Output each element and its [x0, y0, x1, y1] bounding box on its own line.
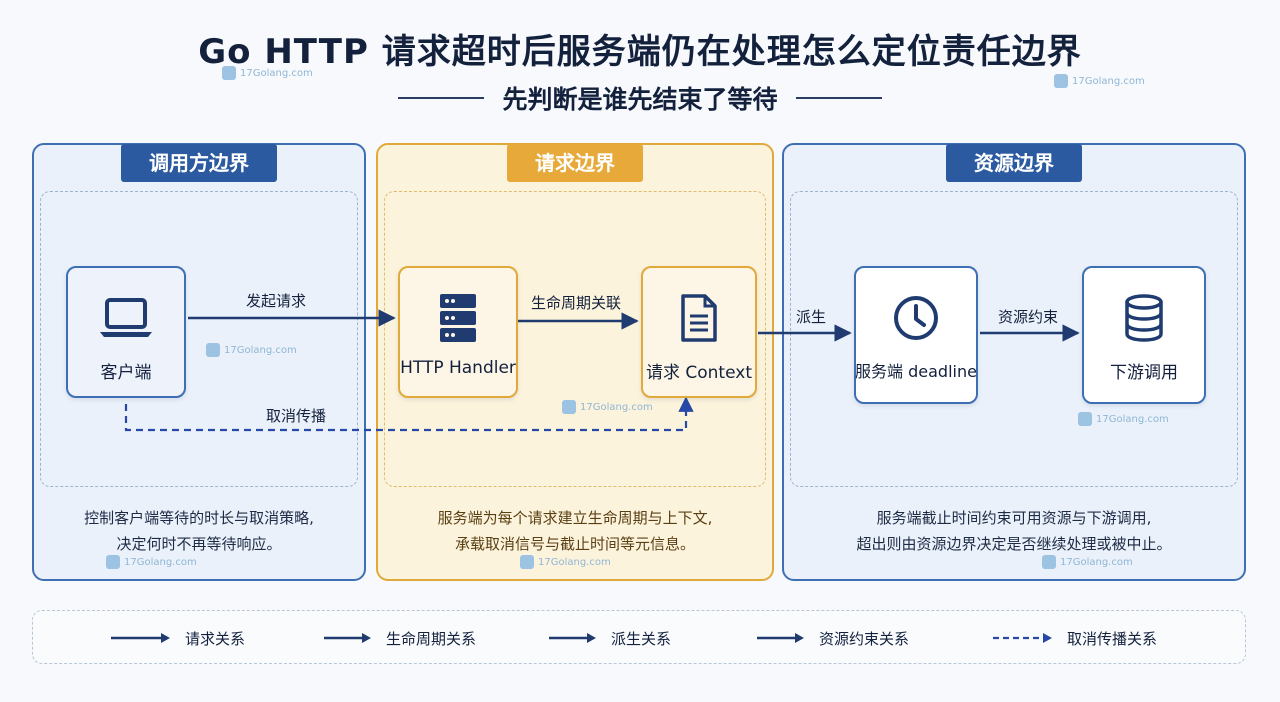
watermark-logo-icon: [1078, 412, 1092, 426]
watermark-text: 17Golang.com: [580, 401, 653, 413]
panel-description-line: 决定何时不再等待响应。: [116, 535, 282, 553]
subtitle-row: 先判断是谁先结束了等待: [0, 80, 1280, 116]
legend: 请求关系 生命周期关系 派生关系 资源约束关系 取消传播关系: [32, 610, 1246, 664]
watermark: 17Golang.com: [562, 400, 653, 414]
watermark-logo-icon: [520, 555, 534, 569]
edge-label-derive: 派生: [796, 308, 827, 326]
watermark: 17Golang.com: [1054, 74, 1145, 88]
page-title: Go HTTP 请求超时后服务端仍在处理怎么定位责任边界: [198, 32, 1082, 72]
panel-inner-area: [790, 191, 1238, 487]
watermark-text: 17Golang.com: [240, 67, 313, 79]
panel-description-line: 超出则由资源边界决定是否继续处理或被中止。: [856, 535, 1172, 553]
node-request-context: 请求 Context: [641, 266, 757, 398]
watermark-logo-icon: [206, 343, 220, 357]
node-label: 下游调用: [1110, 363, 1178, 383]
panel-inner-area: [384, 191, 766, 487]
edge-label-resource: 资源约束: [998, 308, 1059, 326]
node-label: 请求 Context: [645, 363, 752, 383]
watermark-logo-icon: [562, 400, 576, 414]
edge-label-cancel: 取消传播: [266, 407, 327, 425]
edge-label-lifecycle: 生命周期关联: [531, 294, 622, 312]
panel-title: 调用方边界: [121, 144, 277, 182]
legend-arrow-solid: [111, 633, 170, 643]
watermark: 17Golang.com: [206, 343, 297, 357]
legend-label: 派生关系: [611, 629, 672, 648]
watermark-text: 17Golang.com: [1060, 556, 1133, 568]
node-http-handler: HTTP Handler: [398, 266, 518, 398]
watermark-text: 17Golang.com: [538, 556, 611, 568]
watermark-logo-icon: [1054, 74, 1068, 88]
panel-title: 请求边界: [507, 144, 643, 182]
legend-label: 取消传播关系: [1067, 629, 1158, 648]
panel-description-line: 服务端为每个请求建立生命周期与上下文,: [437, 509, 713, 527]
watermark: 17Golang.com: [222, 66, 313, 80]
watermark-logo-icon: [222, 66, 236, 80]
panel-description: 服务端截止时间约束可用资源与下游调用, 超出则由资源边界决定是否继续处理或被中止…: [784, 505, 1244, 557]
watermark: 17Golang.com: [1078, 412, 1169, 426]
database-icon: [1123, 294, 1165, 342]
watermark: 17Golang.com: [520, 555, 611, 569]
watermark-text: 17Golang.com: [1096, 413, 1169, 425]
laptop-icon: [98, 294, 154, 342]
panel-description-line: 承载取消信号与截止时间等元信息。: [454, 535, 695, 553]
server-icon: [438, 294, 478, 342]
watermark-logo-icon: [106, 555, 120, 569]
legend-arrow-solid: [324, 633, 371, 643]
watermark: 17Golang.com: [1042, 555, 1133, 569]
watermark-text: 17Golang.com: [1072, 75, 1145, 87]
edge-label-request: 发起请求: [246, 292, 307, 310]
node-client: 客户端: [66, 266, 186, 398]
watermark-logo-icon: [1042, 555, 1056, 569]
panel-inner-area: [40, 191, 358, 487]
page-subtitle: 先判断是谁先结束了等待: [502, 85, 778, 114]
watermark-text: 17Golang.com: [124, 556, 197, 568]
legend-item-lifecycle: 生命周期关系: [324, 611, 476, 665]
legend-item-request: 请求关系: [111, 611, 245, 665]
node-server-deadline: 服务端 deadline: [854, 266, 978, 404]
subtitle-right-rule: [795, 97, 882, 99]
legend-arrow-solid: [549, 633, 596, 643]
document-icon: [679, 294, 719, 342]
legend-label: 生命周期关系: [386, 629, 477, 648]
node-label: 客户端: [100, 363, 152, 383]
legend-arrow-dashed: [993, 633, 1052, 643]
panel-description: 控制客户端等待的时长与取消策略, 决定何时不再等待响应。: [34, 505, 364, 557]
panel-description-line: 控制客户端等待的时长与取消策略,: [84, 509, 314, 527]
watermark: 17Golang.com: [106, 555, 197, 569]
panel-title: 资源边界: [946, 144, 1082, 182]
subtitle-left-rule: [398, 97, 485, 99]
legend-label: 请求关系: [185, 629, 246, 648]
legend-label: 资源约束关系: [819, 629, 910, 648]
clock-icon: [892, 294, 940, 342]
legend-arrow-solid: [757, 633, 804, 643]
panel-description-line: 服务端截止时间约束可用资源与下游调用,: [876, 509, 1152, 527]
node-downstream-call: 下游调用: [1082, 266, 1206, 404]
panel-caller-boundary: 调用方边界 控制客户端等待的时长与取消策略, 决定何时不再等待响应。: [32, 143, 366, 581]
edge-cancel-arrow: [124, 396, 694, 432]
legend-item-cancel: 取消传播关系: [993, 611, 1157, 665]
legend-item-resource: 资源约束关系: [757, 611, 909, 665]
node-label: 服务端 deadline: [855, 362, 977, 381]
legend-item-derive: 派生关系: [549, 611, 671, 665]
node-label: HTTP Handler: [400, 358, 516, 378]
watermark-text: 17Golang.com: [224, 344, 297, 356]
panel-description: 服务端为每个请求建立生命周期与上下文, 承载取消信号与截止时间等元信息。: [378, 505, 772, 557]
